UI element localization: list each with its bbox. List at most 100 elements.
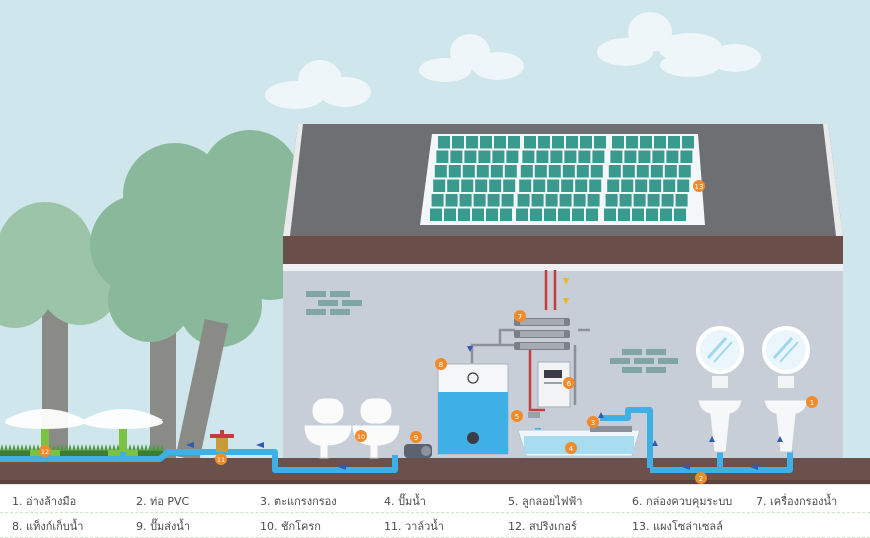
badge-10-label: 10 bbox=[357, 433, 365, 441]
solar-cell bbox=[452, 136, 464, 149]
screen-filter bbox=[517, 426, 641, 457]
legend-item: 12. สปริงเกอร์ bbox=[508, 520, 577, 533]
legend-item: 8. แท็งก์เก็บน้ำ bbox=[12, 520, 84, 533]
solar-cell bbox=[524, 136, 536, 149]
solar-cell bbox=[652, 150, 665, 163]
legend: 1. อ่างล้างมือ 2. ท่อ PVC 3. ตะแกรงกรอง … bbox=[0, 484, 870, 538]
solar-cell bbox=[666, 150, 679, 163]
badge-6: 6 bbox=[563, 377, 575, 389]
cloud-icon bbox=[660, 44, 761, 77]
brick-decoration bbox=[306, 291, 362, 315]
toilet-icon bbox=[303, 397, 353, 459]
solar-cell bbox=[461, 179, 474, 192]
legend-item: 9. ปั๊มส่งน้ำ bbox=[136, 520, 191, 533]
solar-cell bbox=[506, 150, 519, 163]
solar-cell bbox=[552, 136, 564, 149]
solar-cell bbox=[530, 208, 542, 221]
solar-cell bbox=[622, 165, 635, 178]
solar-cell bbox=[500, 208, 512, 221]
solar-cell bbox=[487, 194, 500, 207]
solar-cell bbox=[587, 194, 600, 207]
solar-cell bbox=[492, 150, 505, 163]
badge-9-label: 9 bbox=[414, 434, 418, 442]
solar-cell bbox=[575, 179, 588, 192]
badge-7: 7 bbox=[514, 310, 526, 322]
solar-cell bbox=[654, 136, 666, 149]
legend-row: 8. แท็งก์เก็บน้ำ 9. ปั๊มส่งน้ำ 10. ชักโค… bbox=[0, 513, 870, 538]
badge-1-label: 1 bbox=[810, 399, 814, 407]
badge-4: 4 bbox=[565, 442, 577, 454]
badge-9: 9 bbox=[410, 431, 422, 443]
solar-cell bbox=[632, 208, 644, 221]
badge-5-label: 5 bbox=[515, 413, 519, 421]
solar-cell bbox=[516, 208, 528, 221]
badge-6-label: 6 bbox=[567, 380, 572, 388]
solar-cell bbox=[668, 136, 680, 149]
solar-cell bbox=[607, 179, 620, 192]
solar-cell bbox=[647, 194, 660, 207]
badge-3-label: 3 bbox=[591, 419, 595, 427]
solar-cell bbox=[682, 136, 694, 149]
solar-cell bbox=[444, 208, 456, 221]
solar-cell bbox=[430, 208, 442, 221]
solar-cell bbox=[475, 179, 488, 192]
badge-2: 2 bbox=[695, 472, 707, 484]
solar-cell bbox=[566, 136, 578, 149]
solar-cell bbox=[433, 179, 446, 192]
solar-cell bbox=[531, 194, 544, 207]
flow-arrow-icon bbox=[563, 278, 569, 305]
solar-cell bbox=[450, 150, 463, 163]
solar-cell bbox=[589, 179, 602, 192]
solar-cell bbox=[619, 194, 632, 207]
badge-12: 12 bbox=[39, 445, 51, 457]
drain-pipe bbox=[470, 328, 590, 405]
legend-row: 1. อ่างล้างมือ 2. ท่อ PVC 3. ตะแกรงกรอง … bbox=[0, 488, 870, 513]
solar-cell bbox=[504, 165, 517, 178]
solar-cell bbox=[677, 179, 690, 192]
solar-cell bbox=[578, 150, 591, 163]
solar-cell bbox=[604, 208, 616, 221]
solar-cell bbox=[640, 136, 652, 149]
solar-cell bbox=[458, 208, 470, 221]
solar-cell bbox=[489, 179, 502, 192]
solar-cell bbox=[462, 165, 475, 178]
solar-cell bbox=[663, 179, 676, 192]
badge-11-label: 11 bbox=[217, 456, 225, 464]
solar-cell bbox=[610, 150, 623, 163]
badge-4-label: 4 bbox=[569, 445, 574, 453]
solar-cell bbox=[538, 136, 550, 149]
badge-13: 13 bbox=[693, 180, 705, 192]
solar-cell bbox=[561, 179, 574, 192]
solar-cell bbox=[508, 136, 520, 149]
solar-cell bbox=[473, 194, 486, 207]
tree-icon bbox=[0, 202, 120, 462]
roof-trim bbox=[283, 236, 843, 264]
water-pipe bbox=[0, 407, 793, 473]
legend-item: 10. ชักโครก bbox=[260, 520, 321, 533]
badge-13-label: 13 bbox=[695, 183, 704, 191]
solar-cell bbox=[608, 165, 621, 178]
solar-cell bbox=[517, 194, 530, 207]
solar-cell bbox=[476, 165, 489, 178]
solar-cell bbox=[544, 208, 556, 221]
solar-cell bbox=[434, 165, 447, 178]
cloud-icon bbox=[265, 60, 371, 109]
solar-cell bbox=[472, 208, 484, 221]
solar-cell bbox=[466, 136, 478, 149]
solar-cell bbox=[464, 150, 477, 163]
solar-cell bbox=[480, 136, 492, 149]
badge-11: 11 bbox=[215, 453, 227, 465]
solar-cell bbox=[550, 150, 563, 163]
solar-cell bbox=[494, 136, 506, 149]
solar-cell bbox=[501, 194, 514, 207]
solar-panel bbox=[420, 134, 705, 225]
water-filter bbox=[514, 318, 570, 350]
badge-2-label: 2 bbox=[699, 475, 703, 483]
solar-cell bbox=[559, 194, 572, 207]
solar-cell bbox=[445, 194, 458, 207]
flow-arrow-icon bbox=[186, 346, 783, 470]
solar-cell bbox=[490, 165, 503, 178]
solar-cell bbox=[580, 136, 592, 149]
solar-cell bbox=[635, 179, 648, 192]
legend-item: 3. ตะแกรงกรอง bbox=[260, 495, 337, 508]
